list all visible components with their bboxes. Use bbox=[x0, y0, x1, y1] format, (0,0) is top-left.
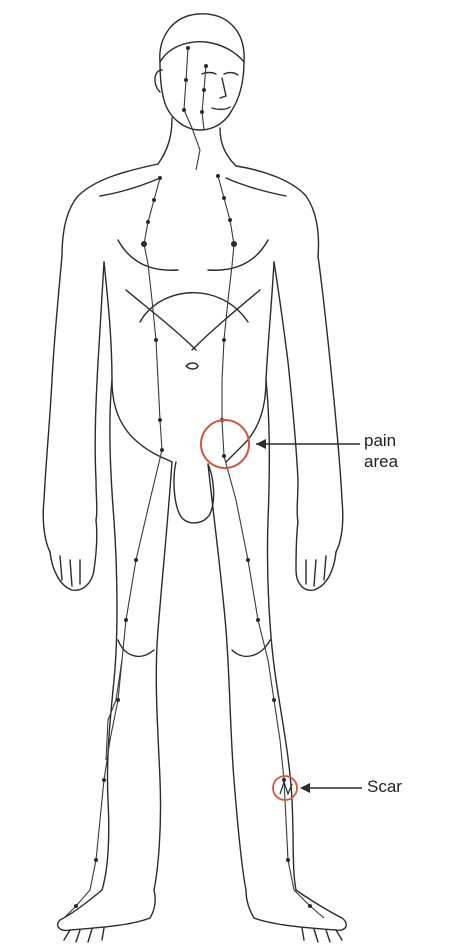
arm-right-inner bbox=[274, 262, 298, 522]
meridian-point bbox=[74, 904, 78, 908]
meridian-point bbox=[186, 46, 190, 50]
scar-marker bbox=[273, 776, 362, 800]
meridian-face bbox=[202, 66, 206, 130]
hand-left-fingers bbox=[60, 556, 80, 586]
meridian-point bbox=[124, 618, 128, 622]
leg-left-outer bbox=[102, 380, 117, 890]
meridian-point bbox=[160, 448, 164, 452]
meridian-point bbox=[146, 220, 150, 224]
navel bbox=[186, 363, 198, 369]
meridian-head bbox=[184, 48, 200, 170]
meridian-point bbox=[200, 110, 204, 114]
meridian-lines bbox=[64, 48, 324, 918]
neck-left bbox=[158, 118, 172, 164]
hand-right bbox=[296, 522, 336, 590]
pain-area-arrowhead bbox=[256, 439, 266, 449]
meridian-point bbox=[94, 858, 98, 862]
meridian-point bbox=[216, 174, 220, 178]
foot-right-toes bbox=[302, 928, 342, 942]
leg-left-inner bbox=[154, 462, 172, 890]
meridian-point bbox=[246, 558, 250, 562]
body-outline bbox=[43, 14, 346, 942]
hair-line bbox=[160, 42, 244, 62]
nose bbox=[220, 78, 226, 98]
neck-right bbox=[220, 128, 236, 166]
meridian-point bbox=[308, 904, 312, 908]
shoulder-right bbox=[236, 166, 319, 256]
meridian-point bbox=[116, 698, 120, 702]
mouth bbox=[212, 107, 230, 109]
leg-right-outer bbox=[266, 380, 296, 890]
chest-right bbox=[208, 240, 268, 270]
meridian-point bbox=[158, 176, 162, 180]
meridian-point bbox=[286, 858, 290, 862]
pain-area-label-line1: pain bbox=[364, 430, 398, 451]
arm-left-inner bbox=[95, 262, 104, 520]
meridian-point bbox=[202, 88, 206, 92]
meridian-point bbox=[102, 778, 106, 782]
arm-left-outer bbox=[43, 256, 62, 552]
meridian-point bbox=[152, 198, 156, 202]
clavicle-right bbox=[226, 178, 286, 196]
meridian-chest-right bbox=[218, 176, 234, 456]
meridian-point bbox=[231, 241, 237, 247]
meridian-point bbox=[222, 196, 226, 200]
meridian-point bbox=[141, 241, 147, 247]
torso-left bbox=[104, 262, 172, 462]
ribcage-cross-left bbox=[126, 290, 196, 350]
arm-right-outer bbox=[318, 256, 343, 552]
meridian-point bbox=[228, 218, 232, 222]
meridian-leg-right bbox=[224, 456, 324, 918]
foot-right bbox=[246, 890, 346, 930]
meridian-chest-left bbox=[144, 178, 162, 450]
leg-right-inner bbox=[208, 464, 246, 890]
meridian-point bbox=[184, 78, 188, 82]
meridian-point bbox=[222, 454, 226, 458]
hand-left bbox=[50, 520, 97, 590]
eye-right bbox=[224, 73, 238, 75]
foot-left-toes bbox=[64, 928, 104, 942]
meridian-point bbox=[182, 108, 186, 112]
meridian-point bbox=[256, 618, 260, 622]
knee-right bbox=[232, 640, 270, 656]
pain-area-label: pain area bbox=[364, 430, 398, 472]
scar-arrowhead bbox=[300, 783, 310, 793]
torso-right bbox=[226, 262, 274, 462]
ribcage-arc bbox=[140, 293, 248, 322]
scar-label: Scar bbox=[367, 776, 402, 797]
genitals bbox=[174, 462, 214, 523]
hand-right-fingers bbox=[306, 556, 326, 586]
meridian-point bbox=[204, 64, 208, 68]
meridian-point bbox=[272, 698, 276, 702]
clavicle-left bbox=[100, 178, 160, 196]
meridian-point bbox=[134, 558, 138, 562]
meridian-point bbox=[222, 338, 226, 342]
meridian-point bbox=[158, 418, 162, 422]
eye-left bbox=[202, 73, 216, 75]
pain-area-label-line2: area bbox=[364, 451, 398, 472]
meridian-point bbox=[154, 338, 158, 342]
